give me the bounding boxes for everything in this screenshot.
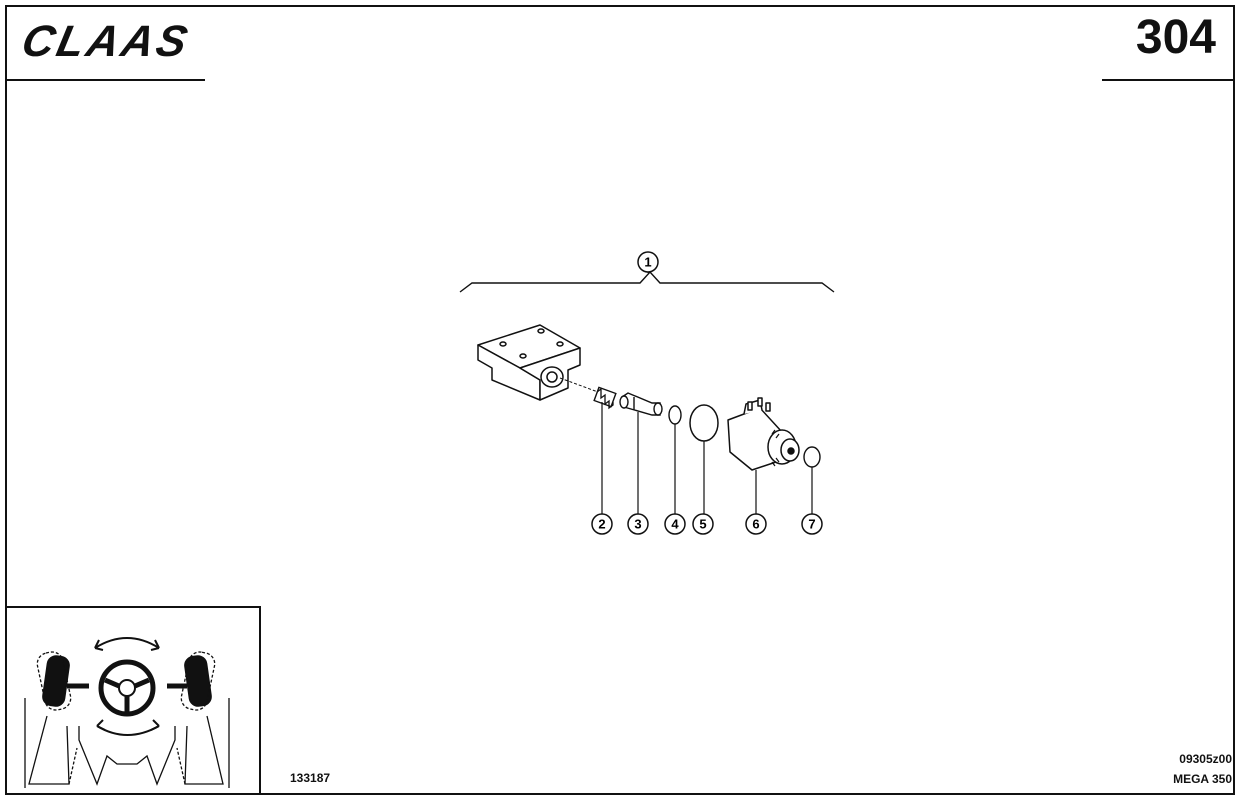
callout-number: 4: [671, 517, 679, 532]
callout-number: 2: [598, 517, 605, 532]
callout-4: 4: [664, 513, 686, 535]
steering-wheel-and-wheels-icon: [24, 637, 230, 788]
end-o-ring-part: [803, 446, 821, 468]
page-frame: [5, 5, 1235, 795]
page-number: 304: [1135, 11, 1216, 64]
drawing-code: 09305z00: [1179, 752, 1232, 766]
large-o-ring-part: [689, 404, 719, 442]
callout-markers: 1 2 3 4 5 6 7: [591, 251, 823, 535]
callout-number: 1: [644, 255, 651, 270]
callout-number: 6: [752, 517, 759, 532]
callout-7: 7: [801, 513, 823, 535]
callout-1: 1: [637, 251, 659, 273]
small-o-ring-part: [668, 405, 682, 425]
callout-number: 7: [808, 517, 815, 532]
spring-part: [593, 386, 617, 410]
callout-5: 5: [692, 513, 714, 535]
assembly-bracket: [459, 270, 835, 293]
callout-6: 6: [745, 513, 767, 535]
illustration-number: 133187: [290, 771, 331, 785]
logo-underline: [7, 79, 205, 81]
callout-number: 3: [634, 517, 641, 532]
valve-spool-part: [619, 392, 663, 416]
callout-3: 3: [627, 513, 649, 535]
steering-inset-box: [7, 606, 261, 793]
page-number-underline: [1102, 79, 1235, 81]
leader-lines: [601, 402, 813, 515]
callout-number: 5: [699, 517, 706, 532]
callout-2: 2: [591, 513, 613, 535]
solenoid-coil-part: [727, 397, 800, 471]
valve-block-part: [477, 324, 581, 401]
model-name: MEGA 350: [1173, 772, 1232, 786]
